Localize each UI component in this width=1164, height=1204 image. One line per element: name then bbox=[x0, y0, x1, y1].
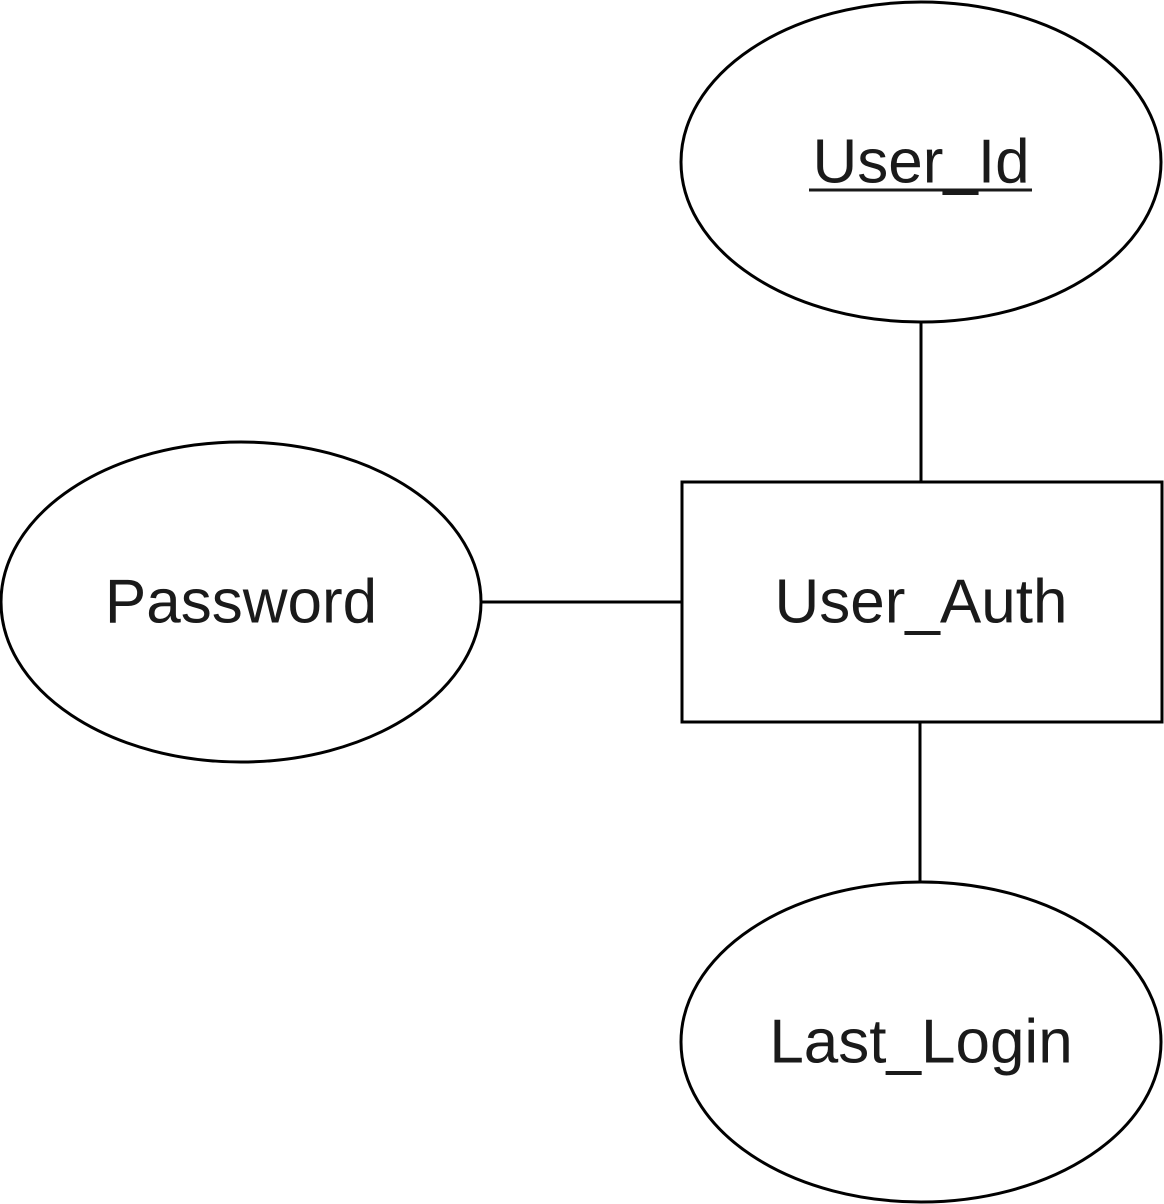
entity-user-auth[interactable]: User_Auth bbox=[680, 480, 1164, 724]
attribute-password-label: Password bbox=[105, 568, 377, 637]
attribute-last-login-shape bbox=[679, 880, 1163, 1204]
attribute-last-login[interactable]: Last_Login bbox=[679, 880, 1163, 1204]
attribute-password-shape bbox=[0, 440, 483, 764]
attribute-user-id-label: User_Id bbox=[812, 128, 1029, 197]
attribute-user-id-shape bbox=[679, 0, 1163, 324]
entity-user-auth-label: User_Auth bbox=[775, 568, 1068, 637]
attribute-password[interactable]: Password bbox=[0, 440, 483, 764]
entity-user-auth-shape bbox=[680, 480, 1164, 724]
attribute-last-login-label: Last_Login bbox=[769, 1008, 1072, 1077]
attribute-user-id[interactable]: User_Id bbox=[679, 0, 1163, 324]
